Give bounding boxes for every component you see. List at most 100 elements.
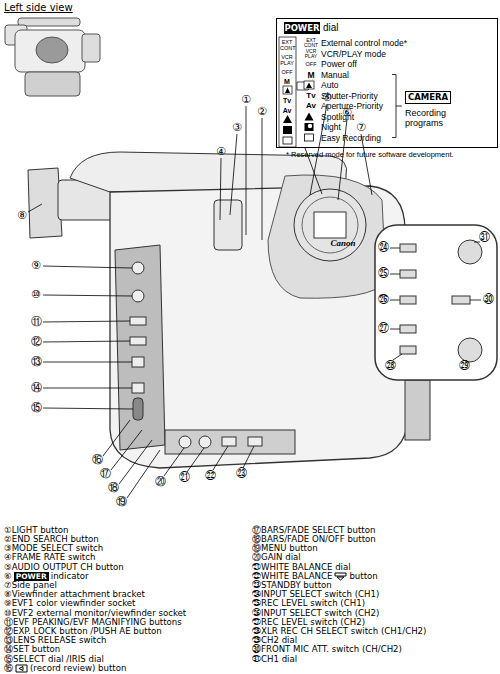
easy-icon (283, 137, 292, 144)
list-item: ⑳GAIN dial (252, 553, 301, 562)
legend-text: OFF (280, 70, 294, 76)
list-item: ⑦Side panel (4, 581, 57, 590)
label-badge: POWER (284, 22, 320, 34)
legend-text: Power off (321, 60, 357, 69)
list-item: ㉖INPUT SELECT switch (CH2) (252, 609, 379, 618)
dial-display (314, 212, 346, 238)
list-item: ㉙CH2 dial (252, 636, 297, 645)
switch (400, 244, 416, 252)
lens-release (132, 357, 144, 367)
list-item: (record review) button (30, 664, 126, 673)
power-dial (294, 189, 366, 261)
easy-icon (305, 134, 314, 141)
list-row: ⑫EXP. LOCK button /PUSH AE button (4, 627, 162, 636)
camera-body (110, 186, 408, 468)
auto-icon (283, 86, 292, 94)
callout-number: ④ (216, 146, 226, 158)
list-item: ⑰BARS/FADE SELECT button (252, 526, 375, 535)
icon-shape (335, 573, 346, 580)
list-row: ㉔INPUT SELECT switch (CH1) (252, 590, 379, 599)
list-row: ⑯(record review) button (4, 664, 126, 673)
list-row: ⑪EVF PEAKING/EVF MAGNIFYING buttons (4, 618, 182, 627)
peaking-button (130, 317, 146, 325)
leader-line (390, 300, 400, 301)
leader-line (43, 321, 130, 322)
list-row: ⑦Side panel (4, 581, 57, 590)
list-row: ㉚FRONT MIC ATT. switch (CH/CH2) (252, 646, 402, 655)
leader-line (187, 448, 204, 472)
night-icon (283, 126, 292, 134)
side-panel (268, 175, 386, 298)
legend-text: dial (323, 22, 339, 33)
leader-line (262, 118, 263, 240)
callout-number: ⑧ (17, 210, 27, 222)
badge-text: POWER (14, 572, 49, 581)
leader-line (470, 300, 481, 301)
list-item: ⑭SET button (4, 645, 60, 654)
legend-text: Av (280, 107, 294, 115)
leader-line (127, 450, 160, 498)
list-item: ⑮SELECT dial /IRIS dial (4, 655, 104, 664)
list-row: ⑱BARS/FADE ON/OFF button (252, 535, 376, 544)
callout-number: ⑪ (31, 316, 42, 328)
list-row: ㉘XLR REC CH SELECT switch (CH1/CH2) (252, 627, 426, 636)
leader-line (119, 440, 152, 484)
callout-number: ⑲ (116, 496, 127, 508)
leader-line (43, 408, 133, 409)
brand-logo: Canon (330, 239, 355, 249)
wb-button (222, 437, 236, 446)
label-badge: POWER (12, 572, 51, 581)
callout-number: ㉔ (378, 242, 389, 254)
legend-text: Auto (321, 81, 339, 90)
switch (400, 270, 416, 278)
control-panel (115, 245, 165, 450)
list-item: ⑥ (4, 572, 12, 581)
list-row: ㉙CH2 dial (252, 636, 297, 645)
list-row: ⑩EVF2 external monitor/viewfinder socket (4, 609, 186, 618)
leader-line (243, 446, 254, 468)
callout-number: ⑳ (155, 476, 166, 488)
legend-text: Manual (321, 71, 349, 80)
list-row: ⑨EVF1 color viewfinder socket (4, 600, 136, 609)
list-item: ㉘XLR REC CH SELECT switch (CH1/CH2) (252, 627, 426, 636)
callout-number: ⑰ (100, 468, 111, 480)
callout-number: ⑫ (31, 336, 42, 348)
list-row: ㉕REC LEVEL switch (CH1) (252, 600, 365, 609)
legend-text: Tv (303, 92, 319, 101)
list-row: ㉛CH1 dial (252, 655, 297, 664)
badge-text: POWER (284, 22, 320, 34)
leader-line (28, 204, 42, 212)
auto-icon (304, 81, 314, 89)
list-row: ㉑WHITE BALANCE dial (252, 563, 351, 572)
legend-text: Tv (280, 97, 294, 105)
list-item: ⑩EVF2 external monitor/viewfinder socket (4, 609, 186, 618)
list-item: ㉔INPUT SELECT switch (CH1) (252, 590, 379, 599)
list-item: ㉚FRONT MIC ATT. switch (CH/CH2) (252, 645, 402, 654)
white-balance-icon (334, 572, 347, 581)
badge-text: CAMERA (406, 92, 450, 103)
legend-text: Recording programs (405, 109, 465, 129)
callout-number: ① (241, 94, 251, 106)
power-dial-ring (302, 197, 358, 253)
list-item: ⑧Viewfinder attachment bracket (4, 590, 145, 599)
legend-text: VCR PLAY (303, 49, 319, 59)
list-item: ③MODE SELECT switch (4, 544, 103, 553)
list-item: ㉑WHITE BALANCE dial (252, 563, 351, 572)
callout-number: ⑬ (31, 356, 42, 368)
wb-dial (199, 436, 211, 448)
exp-lock-button (130, 337, 146, 345)
eyecup (28, 168, 62, 238)
list-item: ⑱BARS/FADE ON/OFF button (252, 535, 376, 544)
callout-number: ⑱ (108, 482, 119, 494)
legend-box: dialEXT CONTVCR PLAYOFFMTvAvEXT CONTExte… (276, 18, 498, 148)
list-item: ②END SEARCH button (4, 535, 99, 544)
list-row: ④FRAME RATE switch (4, 554, 95, 563)
list-item: ⑬LENS RELEASE switch (4, 636, 106, 645)
legend-text: M (280, 78, 294, 86)
leader-line (390, 248, 400, 249)
callout-number: ㉒ (205, 470, 216, 482)
night-icon (305, 123, 314, 131)
list-row: ⑧Viewfinder attachment bracket (4, 590, 145, 599)
leader-line (43, 266, 132, 268)
list-row: ⑤AUDIO OUTPUT CH button (4, 563, 124, 572)
